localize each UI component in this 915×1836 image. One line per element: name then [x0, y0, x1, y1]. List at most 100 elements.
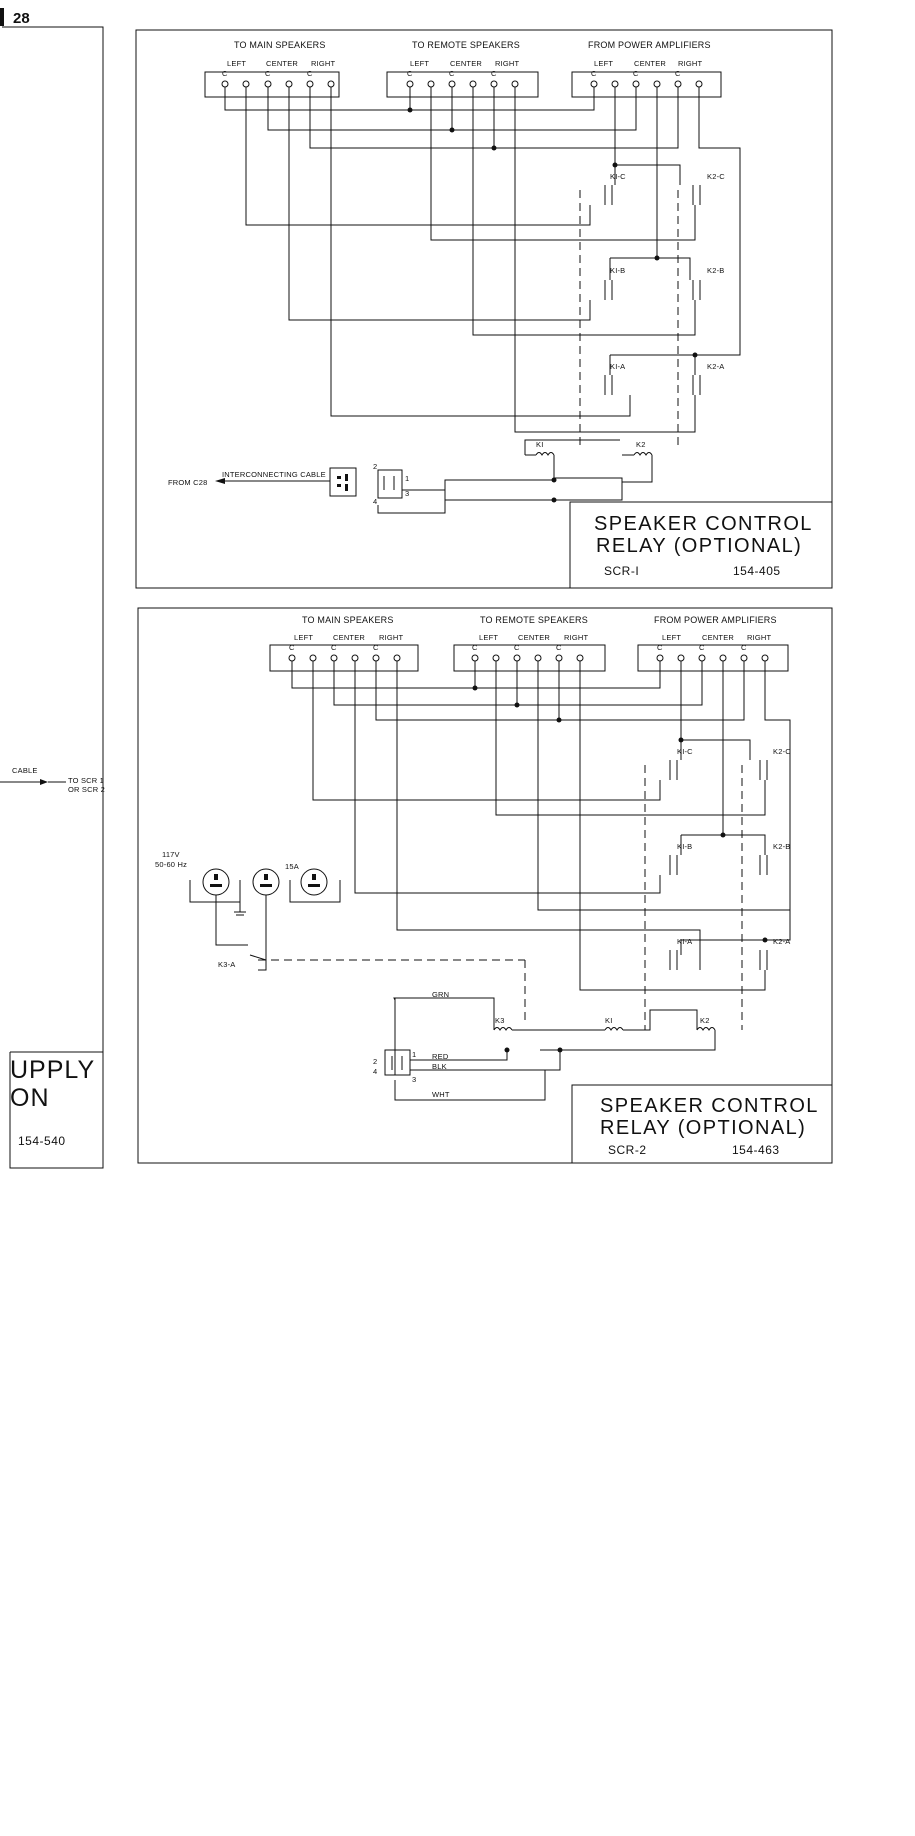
scr2-fuse: 15A — [285, 862, 299, 871]
scr1-group-amp: FROM POWER AMPLIFIERS — [588, 40, 711, 50]
scr2-drawing — [137, 607, 833, 1164]
scr1-remote-center: CENTER — [450, 59, 483, 68]
scr2-common-7: C — [657, 643, 663, 652]
scr1-common-8: C — [633, 69, 639, 78]
scr2-coil-k2: K2 — [700, 1016, 710, 1025]
scr2-common-6: C — [556, 643, 562, 652]
scr1-remote-left: LEFT — [410, 59, 430, 68]
scr2-remote-right: RIGHT — [564, 633, 589, 642]
left-panel-frame — [0, 26, 104, 1169]
scr2-code: 154-463 — [732, 1143, 780, 1157]
scr2-remote-left: LEFT — [479, 633, 499, 642]
scr2-wire-grn: GRN — [432, 990, 450, 999]
scr2-wire-wht: WHT — [432, 1090, 450, 1099]
page-number: 28 — [13, 10, 30, 27]
scr2-amp-left: LEFT — [662, 633, 682, 642]
scr1-main-right: RIGHT — [311, 59, 336, 68]
scr1-frame — [135, 29, 833, 589]
scr2-relay-k2c: K2-C — [773, 747, 791, 756]
scr2-title-1: SPEAKER CONTROL — [600, 1095, 819, 1117]
scr2-main-left: LEFT — [294, 633, 314, 642]
scr1-model: SCR-I — [604, 564, 640, 578]
scr1-from-label: FROM C28 — [168, 478, 208, 487]
scr1-relay-k1b: KI-B — [610, 266, 626, 275]
scr1-amp-left: LEFT — [594, 59, 614, 68]
scr2-frequency: 50-60 Hz — [155, 860, 188, 869]
left-cable-label: CABLE — [12, 766, 38, 775]
scr1-drawing — [135, 29, 833, 589]
scr2-frame — [137, 607, 833, 1164]
scr2-common-4: C — [472, 643, 478, 652]
scr2-amp-right: RIGHT — [747, 633, 772, 642]
scr2-voltage: 117V — [162, 850, 180, 859]
scr2-group-main: TO MAIN SPEAKERS — [302, 615, 394, 625]
scr1-cable-label: INTERCONNECTING CABLE — [222, 470, 326, 479]
scr1-relay-k2b: K2-B — [707, 266, 725, 275]
scr1-pin-1: 1 — [405, 474, 410, 483]
scr1-relay-k2a: K2-A — [707, 362, 725, 371]
scr2-relay-k2a: K2-A — [773, 937, 791, 946]
scr2-pin-2: 2 — [373, 1057, 378, 1066]
scr2-common-5: C — [514, 643, 520, 652]
scr2-model: SCR-2 — [608, 1143, 647, 1157]
scr1-main-left: LEFT — [227, 59, 247, 68]
scr1-pin-3: 3 — [405, 489, 410, 498]
scr1-coil-k2: K2 — [636, 440, 646, 449]
scr1-code: 154-405 — [733, 564, 781, 578]
scr2-relay-k1c: KI-C — [677, 747, 693, 756]
scr1-group-remote: TO REMOTE SPEAKERS — [412, 40, 520, 50]
scr2-wire-red: RED — [432, 1052, 449, 1061]
scr1-amp-center: CENTER — [634, 59, 667, 68]
scr1-common-2: C — [265, 69, 271, 78]
scr1-common-1: C — [222, 69, 228, 78]
scr1-relay-k1c: KI-C — [610, 172, 626, 181]
scr2-common-3: C — [373, 643, 379, 652]
scr1-pin-4: 4 — [373, 497, 378, 506]
scr1-group-main: TO MAIN SPEAKERS — [234, 40, 326, 50]
scr2-relay-k2b: K2-B — [773, 842, 791, 851]
scr2-pin-4: 4 — [373, 1067, 378, 1076]
scr1-coil-k1: KI — [536, 440, 544, 449]
scr1-strip-amp — [571, 71, 722, 98]
left-title-1: UPPLY — [10, 1056, 96, 1084]
scr1-pin-2: 2 — [373, 462, 378, 471]
scr2-coil-k1: KI — [605, 1016, 613, 1025]
scr2-common-1: C — [289, 643, 295, 652]
scr1-relay-k1a: KI-A — [610, 362, 626, 371]
scr2-wire-blk: BLK — [432, 1062, 447, 1071]
scr1-common-5: C — [449, 69, 455, 78]
scr2-title-2: RELAY (OPTIONAL) — [600, 1117, 807, 1139]
scr1-main-center: CENTER — [266, 59, 299, 68]
scr1-title-1: SPEAKER CONTROL — [594, 513, 813, 535]
scr1-common-4: C — [407, 69, 413, 78]
scr1-common-6: C — [491, 69, 497, 78]
scr1-common-3: C — [307, 69, 313, 78]
scr2-group-amp: FROM POWER AMPLIFIERS — [654, 615, 777, 625]
scr2-coil-k3: K3 — [495, 1016, 505, 1025]
scr2-relay-k1b: KI-B — [677, 842, 693, 851]
scr1-remote-right: RIGHT — [495, 59, 520, 68]
left-to-label-1: TO SCR 1 — [68, 776, 105, 785]
scr1-strip-remote — [386, 71, 539, 98]
left-code: 154-540 — [18, 1134, 66, 1148]
scr1-amp-right: RIGHT — [678, 59, 703, 68]
scr1-title-2: RELAY (OPTIONAL) — [596, 535, 803, 557]
scr2-pin-3: 3 — [412, 1075, 417, 1084]
scr1-common-7: C — [591, 69, 597, 78]
scr1-relay-k2c: K2-C — [707, 172, 725, 181]
scr1-common-9: C — [675, 69, 681, 78]
scr2-common-2: C — [331, 643, 337, 652]
scr2-common-8: C — [699, 643, 705, 652]
scr1-strip-main — [204, 71, 340, 98]
scr2-common-9: C — [741, 643, 747, 652]
left-to-label-2: OR SCR 2 — [68, 785, 106, 794]
page-marker — [0, 8, 4, 26]
scr2-switch: K3-A — [218, 960, 236, 969]
scr2-main-center: CENTER — [333, 633, 366, 642]
scr2-main-right: RIGHT — [379, 633, 404, 642]
scr2-pin-1: 1 — [412, 1050, 417, 1059]
scr2-remote-center: CENTER — [518, 633, 551, 642]
scr2-relay-k1a: KI-A — [677, 937, 693, 946]
scr2-amp-center: CENTER — [702, 633, 735, 642]
